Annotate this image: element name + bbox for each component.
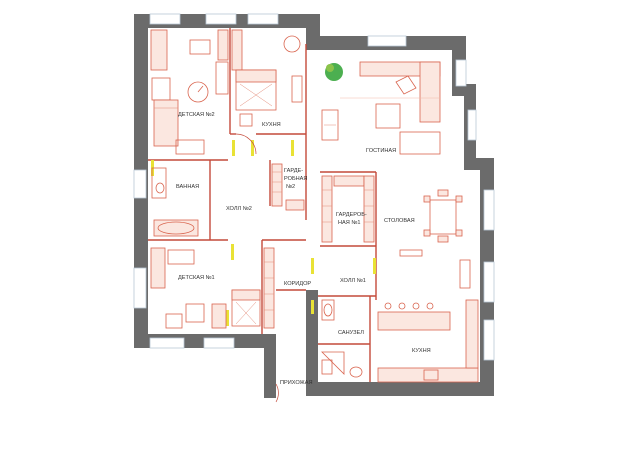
wardrobe-2-furniture — [271, 163, 305, 211]
label-dining: СТОЛОВАЯ — [384, 218, 415, 224]
wc-furniture — [321, 299, 363, 378]
label-wardrobe-2-line2: РОБНАЯ — [284, 176, 307, 182]
label-children-2: ДЕТСКАЯ №2 — [178, 112, 215, 118]
label-bathroom: ВАННАЯ — [176, 184, 199, 190]
windows — [133, 13, 495, 361]
doors — [151, 133, 376, 403]
room-labels: ДЕТСКАЯ №2 КУХНЯ ГОСТИНАЯ ВАННАЯ ГАРДЕ- … — [176, 112, 431, 386]
children-room-2-furniture — [150, 29, 229, 155]
label-bedroom: КУХНЯ — [262, 122, 281, 128]
label-living: ГОСТИНАЯ — [366, 148, 396, 154]
label-kitchen: КУХНЯ — [412, 348, 431, 354]
living-room-furniture — [321, 61, 441, 155]
label-children-1: ДЕТСКАЯ №1 — [178, 275, 215, 281]
label-hall-1: ХОЛЛ №1 — [340, 278, 366, 284]
partitions — [148, 28, 377, 382]
label-corridor: КОРИДОР — [284, 281, 311, 287]
kitchen-furniture — [377, 299, 479, 383]
label-wardrobe-1-line1: ГАРДЕРОБ- — [336, 212, 367, 218]
label-entrance: ПРИХОЖАЯ — [280, 380, 312, 386]
bedroom-furniture — [231, 29, 303, 127]
label-hall-2: ХОЛЛ №2 — [226, 206, 252, 212]
children-room-1-furniture — [150, 247, 275, 329]
label-wc: САНУЗЕЛ — [338, 330, 364, 336]
label-wardrobe-1-line2: НАЯ №1 — [338, 220, 360, 226]
label-wardrobe-2-line3: №2 — [286, 184, 295, 190]
wardrobe-1-furniture — [321, 175, 375, 243]
bathroom-furniture — [151, 167, 199, 237]
dining-furniture — [399, 189, 471, 289]
label-wardrobe-2-line1: ГАРДЕ- — [284, 168, 303, 174]
